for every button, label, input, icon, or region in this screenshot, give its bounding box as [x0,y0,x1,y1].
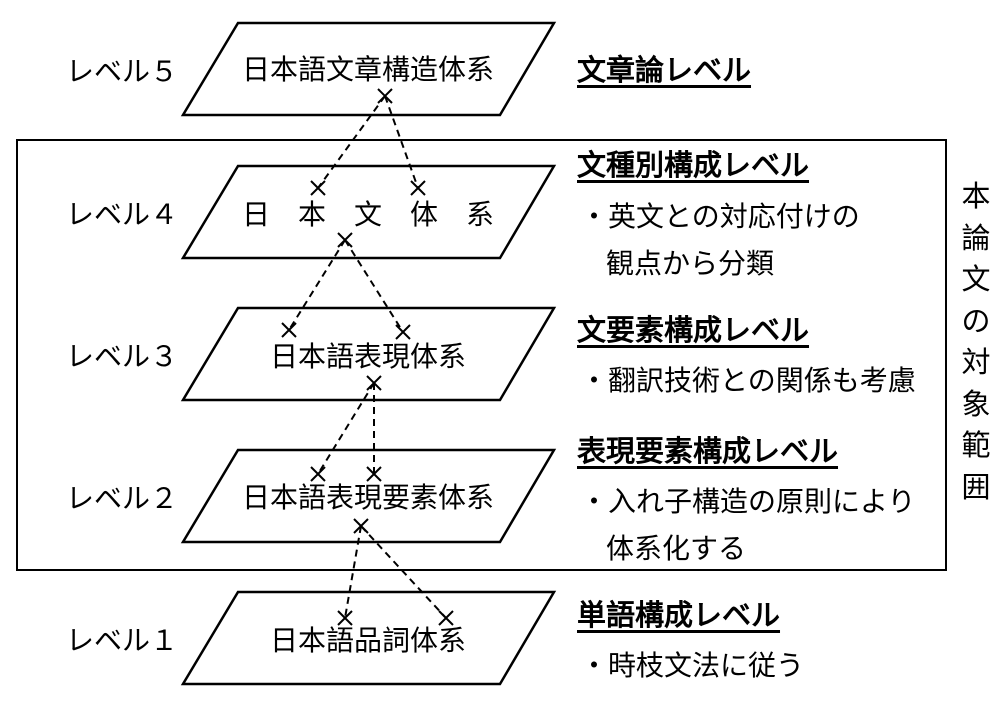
cross-mark [310,466,326,482]
level-5-label: レベル５ [66,55,179,88]
cross-mark [377,88,393,104]
connector-2-1b [360,525,447,619]
cross-mark [410,180,426,196]
level-2-system: 日本語表現要素体系 [241,481,494,514]
level-3-system: 日本語表現体系 [269,340,466,373]
scope-label-char: の [961,303,991,338]
level-2-heading: 表現要素構成レベル [577,434,839,468]
level-3-label: レベル３ [66,340,179,373]
level-1-system: 日本語品詞体系 [269,624,466,657]
level-2-label: レベル２ [66,482,179,515]
cross-mark [337,610,353,626]
scope-label-char: 範 [961,428,991,462]
level-4-note-2: 観点から分類 [606,247,775,280]
plane-level-4 [180,164,557,260]
connector-4-3b [344,239,404,333]
scope-label-char: 象 [961,386,991,421]
scope-label-char: 文 [961,262,991,296]
plane-level-5 [180,21,557,117]
scope-label-char: 本 [961,179,991,213]
plane-level-1 [180,590,557,686]
level-3-heading: 文要素構成レベル [577,313,810,347]
level-4-label: レベル４ [66,198,179,231]
scope-box [16,139,947,571]
level-4-note-1: ・英文との対応付けの [580,200,860,233]
scope-label-char: 囲 [961,469,991,504]
cross-mark [395,324,411,340]
connector-2-1a [344,525,362,619]
level-2-note-2: 体系化する [606,532,747,565]
cross-mark [353,518,369,534]
level-1-note-1: ・時枝文法に従う [580,649,805,682]
level-4-system: 日 本 文 体 系 [241,198,494,231]
level-2-note-1: ・入れ子構造の原則により [580,485,916,518]
connector-5-4b [384,95,419,189]
level-3-note-1: ・翻訳技術との関係も考慮 [580,364,916,397]
level-1-label: レベル１ [66,624,179,657]
level-5-heading: 文章論レベル [577,53,752,87]
cross-mark [438,610,454,626]
cross-mark [366,375,382,391]
scope-label: 本論文の対象範囲 [958,176,994,508]
plane-level-2 [180,448,557,544]
connector-3-2a [317,382,375,475]
plane-level-3 [180,306,557,402]
level-5-system: 日本語文章構造体系 [241,53,494,86]
scope-label-char: 論 [961,220,991,255]
cross-mark [310,180,326,196]
cross-mark [337,232,353,248]
level-4-heading: 文種別構成レベル [577,148,810,182]
connector-5-4a [317,95,386,189]
cross-mark [366,466,382,482]
cross-mark [281,322,297,338]
scope-label-char: 対 [961,345,991,379]
level-1-heading: 単語構成レベル [577,598,781,632]
connector-4-3a [288,239,346,331]
